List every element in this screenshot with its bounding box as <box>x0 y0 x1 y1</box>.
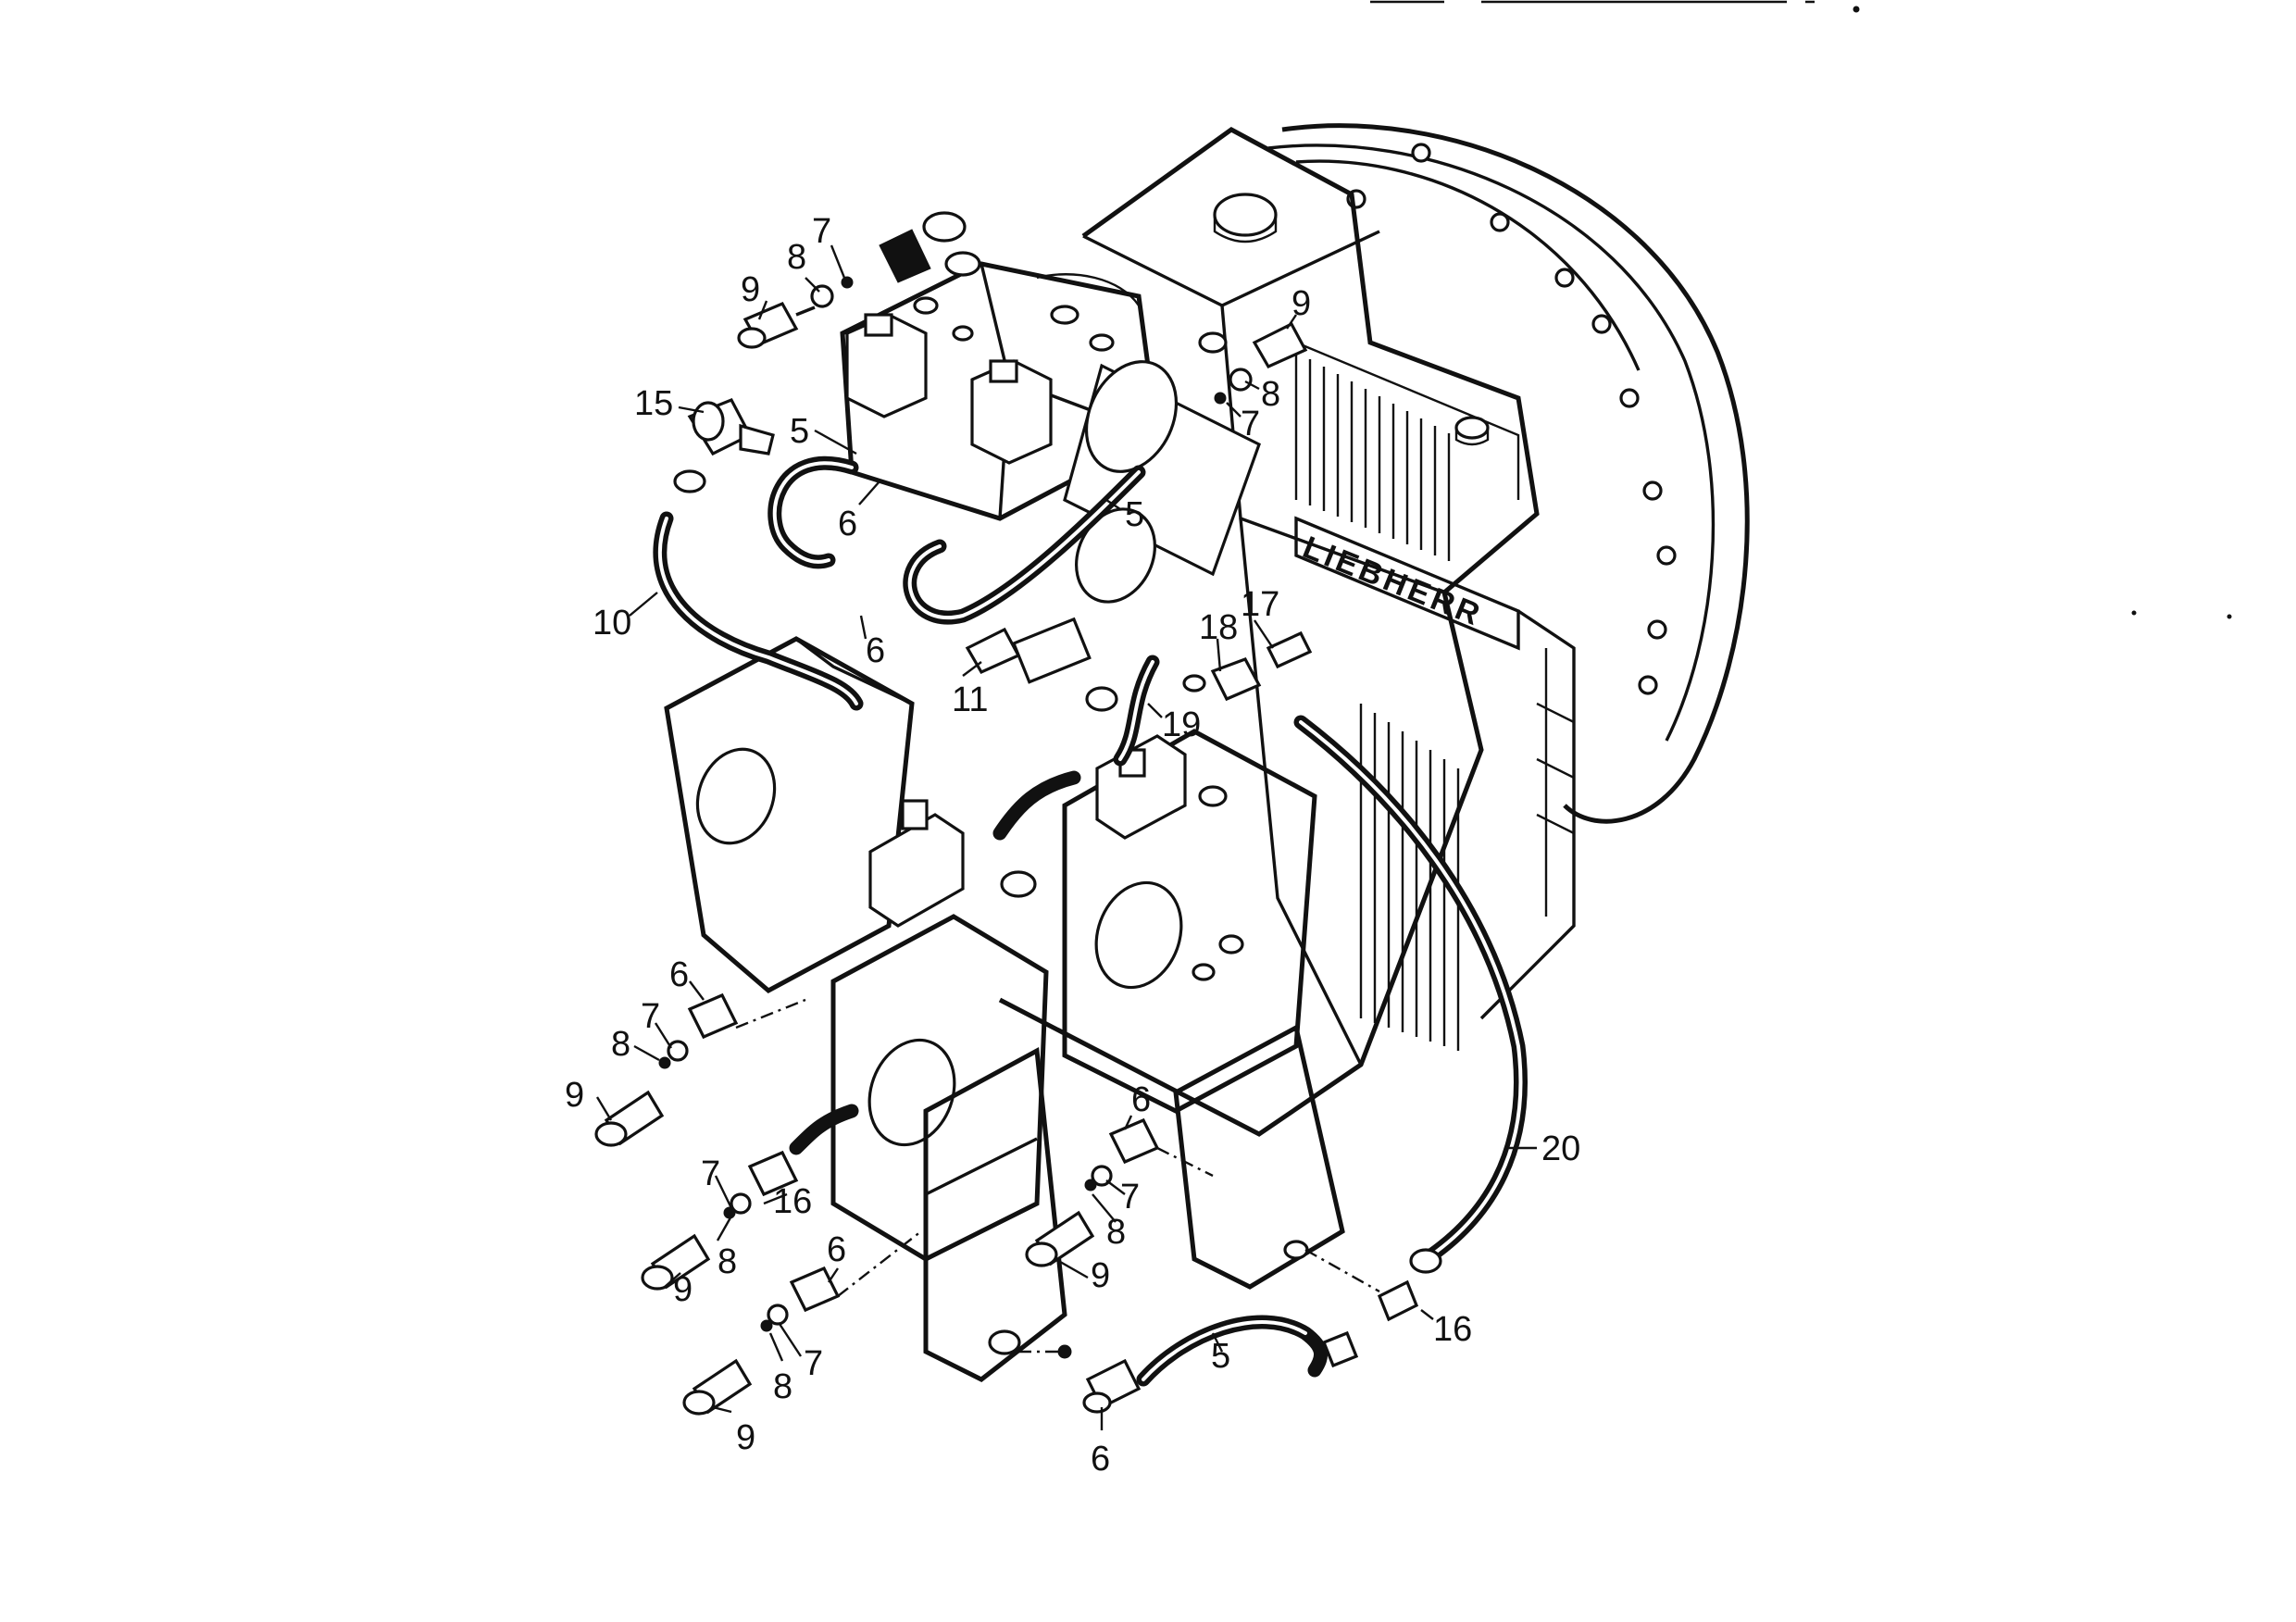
callout-5: 5 <box>1125 495 1144 534</box>
callout-20: 20 <box>1541 1129 1580 1168</box>
callout-8: 8 <box>611 1025 630 1064</box>
callout-7: 7 <box>641 997 660 1036</box>
callout-19: 19 <box>1162 705 1201 744</box>
callout-8: 8 <box>773 1367 792 1406</box>
callout-6: 6 <box>1131 1080 1151 1119</box>
callout-6: 6 <box>866 631 885 670</box>
cooling-fins <box>1294 352 1460 1051</box>
callout-7: 7 <box>812 212 831 251</box>
callout-16: 16 <box>1433 1310 1472 1349</box>
scan-artifacts <box>1370 0 2232 619</box>
leader-lines <box>595 244 1537 1430</box>
callout-9: 9 <box>1091 1256 1110 1295</box>
callout-9: 9 <box>741 270 760 309</box>
control-valve-block <box>840 211 1261 604</box>
callout-15: 15 <box>634 384 673 423</box>
callout-8: 8 <box>1261 375 1280 414</box>
callout-9: 9 <box>673 1270 693 1309</box>
callout-7: 7 <box>1120 1178 1140 1216</box>
callout-9: 9 <box>1292 284 1311 323</box>
callout-11: 11 <box>952 680 988 719</box>
hose-5-upper-left <box>767 455 859 569</box>
callout-6: 6 <box>827 1230 846 1269</box>
callout-6: 6 <box>838 505 857 543</box>
callout-18: 18 <box>1199 608 1238 647</box>
callout-8: 8 <box>718 1242 737 1281</box>
callout-7: 7 <box>1241 405 1260 443</box>
callout-5: 5 <box>1211 1337 1230 1376</box>
hose-5-lower <box>1136 1315 1328 1387</box>
fittings <box>594 276 1442 1416</box>
hose-pump-feed <box>789 770 1081 1155</box>
pump-housing <box>664 636 1345 1382</box>
callout-6: 6 <box>1091 1440 1110 1479</box>
callout-7: 7 <box>804 1344 823 1383</box>
callout-9: 9 <box>736 1418 755 1457</box>
hose-5-upper-right <box>903 465 1146 625</box>
callout-9: 9 <box>565 1076 584 1115</box>
callout-labels: 9 8 7 15 5 6 6 10 11 5 9 8 7 18 17 19 6 … <box>565 212 1580 1479</box>
callout-8: 8 <box>787 238 806 277</box>
callout-10: 10 <box>593 604 631 643</box>
hose-19 <box>1113 655 1160 767</box>
callout-5: 5 <box>790 412 809 451</box>
callout-6: 6 <box>669 955 689 994</box>
hose-20 <box>1293 715 1528 1266</box>
callout-8: 8 <box>1106 1213 1126 1252</box>
callout-17: 17 <box>1241 585 1279 624</box>
hose-10 <box>653 511 864 711</box>
callout-7: 7 <box>701 1154 720 1193</box>
callout-16: 16 <box>773 1182 812 1221</box>
